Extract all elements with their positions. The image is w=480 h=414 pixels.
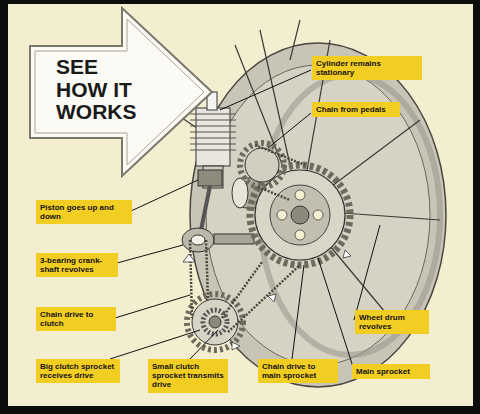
heading-arrow: SEE HOW IT WORKS bbox=[26, 6, 216, 178]
callout-box: Main sprocket bbox=[352, 364, 430, 379]
callout-box: Chain from pedals bbox=[312, 102, 400, 117]
callout-box: Piston goes up and down bbox=[36, 200, 132, 224]
callout-text: Chain from pedals bbox=[316, 105, 396, 114]
callout-text: Piston goes up and down bbox=[40, 203, 128, 221]
callout-text: Small clutch sprocket transmits drive bbox=[152, 362, 224, 390]
callout-text: Chain drive to main sprocket bbox=[262, 362, 334, 380]
callout-box: Big clutch sprocket receives drive bbox=[36, 359, 120, 383]
heading-text: SEE HOW IT WORKS bbox=[56, 56, 148, 124]
callout-text: Chain drive to clutch bbox=[40, 310, 112, 328]
callout-text: 3-bearing crank-shaft revolves bbox=[40, 256, 114, 274]
callout-text: Big clutch sprocket receives drive bbox=[40, 362, 116, 380]
callout-box: Small clutch sprocket transmits drive bbox=[148, 359, 228, 393]
callout-box: Cylinder remains stationary bbox=[312, 56, 422, 80]
callout-text: Cylinder remains stationary bbox=[316, 59, 418, 77]
callout-box: Wheel drum revolves bbox=[355, 310, 429, 334]
callout-box: Chain drive to main sprocket bbox=[258, 359, 338, 383]
callout-box: 3-bearing crank-shaft revolves bbox=[36, 253, 118, 277]
callout-text: Main sprocket bbox=[356, 367, 426, 376]
callout-text: Wheel drum revolves bbox=[359, 313, 425, 331]
callout-box: Chain drive to clutch bbox=[36, 307, 116, 331]
